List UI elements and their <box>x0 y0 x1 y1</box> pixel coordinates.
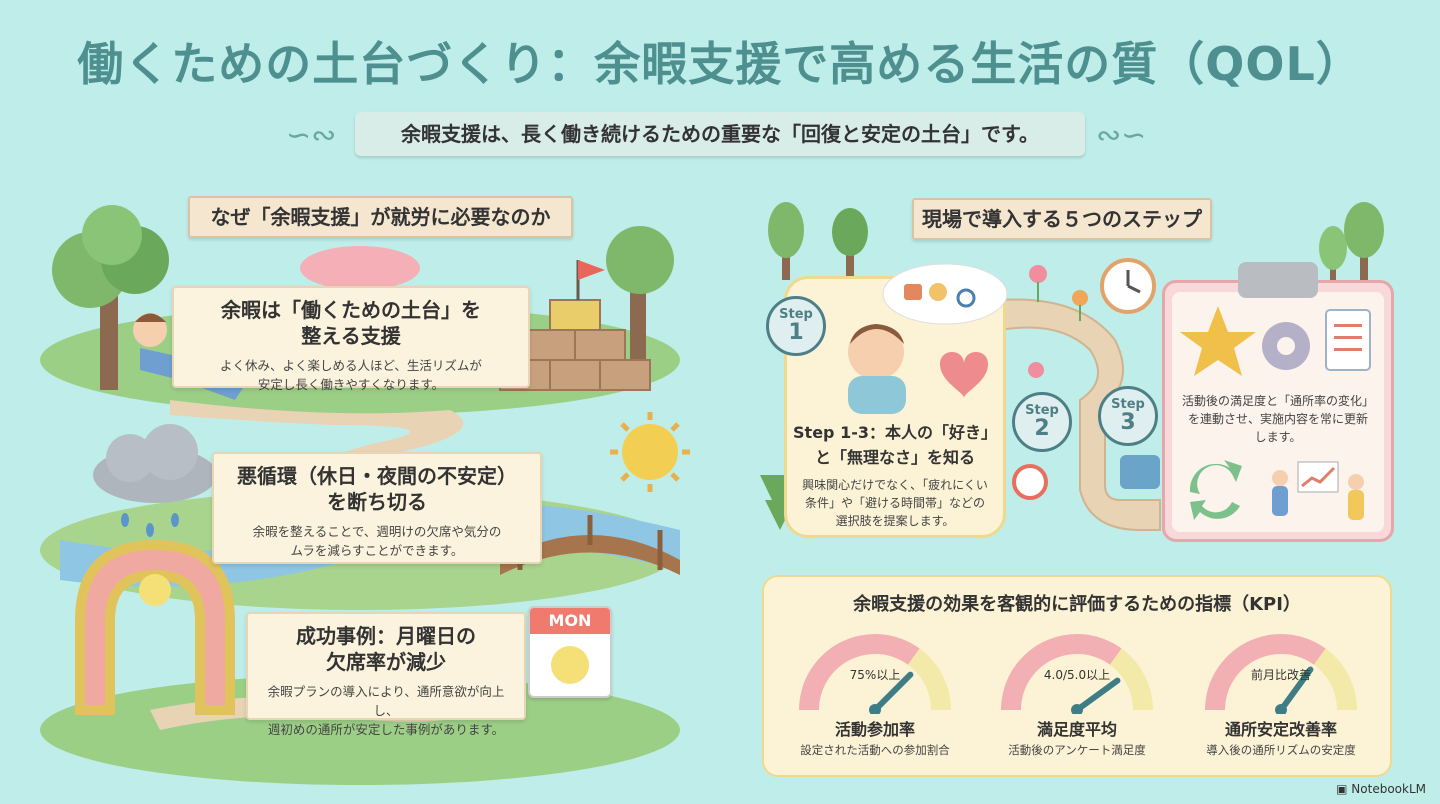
smile-face-icon <box>551 646 589 684</box>
gauge-hub <box>869 704 881 716</box>
card-heading: 整える支援 <box>301 324 401 348</box>
gauge-arc-pink <box>1001 634 1122 710</box>
clipboard-icons <box>1180 306 1371 376</box>
kpi-gauge-3: 前月比改善通所安定改善率導入後の通所リズムの安定度 <box>1196 624 1366 774</box>
gauge-description: 設定された活動への参加割合 <box>800 743 950 757</box>
gauge-description: 導入後の通所リズムの安定度 <box>1206 743 1356 757</box>
step1-body: 興味関心だけでなく、「疲れにくい 条件」や「避ける時間帯」などの 選択肢を提案し… <box>788 476 1002 530</box>
kpi-panel <box>762 575 1392 777</box>
step-2-badge: Step 2 <box>1012 392 1072 452</box>
person-icon <box>1348 490 1364 520</box>
card-body-line: よく休み、よく楽しめる人ほど、生活リズムが <box>220 358 482 373</box>
gauge-label: 満足度平均 <box>1036 720 1117 739</box>
checklist-icon <box>1325 309 1371 371</box>
gauge-arc-yellow <box>1109 648 1153 710</box>
reason-card-foundation: 余暇は「働くための土台」を 整える支援 よく休み、よく楽しめる人ほど、生活リズム… <box>172 286 530 392</box>
step-label: Step <box>779 307 813 322</box>
right-ribbon-title: 現場で導入する５つのステップ <box>912 198 1212 240</box>
card-body-line: 週初めの通所が安定した事例があります。 <box>267 722 505 737</box>
card-body: 余暇プランの導入により、通所意欲が向上し、 週初めの通所が安定した事例があります… <box>258 682 514 739</box>
card-body: よく休み、よく楽しめる人ほど、生活リズムが 安定し長く働きやすくなります。 <box>184 356 518 394</box>
clipboard-text-line: 活動後の満足度と「通所率の変化」 <box>1181 394 1374 408</box>
card-body-line: 安定し長く働きやすくなります。 <box>257 377 445 392</box>
swirl-decoration-left: ∽∾ <box>286 118 337 153</box>
star-icon <box>1180 306 1256 376</box>
card-heading: を断ち切る <box>327 490 427 514</box>
gauge-arc-yellow <box>907 648 951 710</box>
step-number: 1 <box>788 320 804 345</box>
swirl-decoration-right: ∾∽ <box>1096 118 1147 153</box>
gauge-description: 活動後のアンケート満足度 <box>1008 743 1146 757</box>
card-body-line: 余暇プランの導入により、通所意欲が向上し、 <box>267 684 505 718</box>
kpi-gauge-1: 75%以上活動参加率設定された活動への参加割合 <box>790 624 960 774</box>
clipboard-text: 活動後の満足度と「通所率の変化」 を連動させ、実施内容を常に更新 します。 <box>1176 392 1380 446</box>
gauge-arc-pink <box>1205 634 1326 710</box>
card-body: 余暇を整えることで、週明けの欠席や気分の ムラを減らすことができます。 <box>224 522 530 560</box>
clipboard-bottom-icons <box>1189 460 1364 520</box>
subtitle-banner: 余暇支援は、長く働き続けるための重要な「回復と安定の土台」です。 <box>355 112 1085 156</box>
card-heading: 欠席率が減少 <box>326 650 446 674</box>
left-ribbon-title: なぜ「余暇支援」が就労に必要なのか <box>188 196 573 238</box>
footer-brand: ▣ NotebookLM <box>1336 782 1426 796</box>
right-scene-illustration <box>760 202 1384 531</box>
gauge-dial <box>1205 634 1357 716</box>
gauge-dial <box>1001 634 1153 716</box>
gauge-needle <box>872 671 914 713</box>
step-label: Step <box>1025 403 1059 418</box>
gauge-arc-pink <box>799 634 920 710</box>
step1-body-line: 選択肢を提案します。 <box>835 514 955 528</box>
step1-text: Step 1-3：本人の「好き」 と「無理なさ」を知る 興味関心だけでなく、「疲… <box>788 420 1002 530</box>
card-heading: 悪循環（休日・夜間の不安定） <box>237 464 517 488</box>
page-title: 働くための土台づくり：余暇支援で高める生活の質（QOL） <box>77 37 1363 91</box>
calendar-header: MON <box>530 608 610 634</box>
step-1-badge: Step 1 <box>766 296 826 356</box>
chart-board-icon <box>1297 461 1339 493</box>
step1-heading: と「無理なさ」を知る <box>814 448 975 467</box>
person-icon <box>1272 486 1288 516</box>
step-3-badge: Step 3 <box>1098 386 1158 446</box>
card-heading: 成功事例：月曜日の <box>296 624 476 648</box>
notebook-icon: ▣ <box>1336 782 1352 796</box>
clipboard-clip-icon <box>1238 262 1318 298</box>
gauge-label: 活動参加率 <box>834 720 915 739</box>
step1-body-line: 興味関心だけでなく、「疲れにくい <box>802 478 988 492</box>
gauge-value: 4.0/5.0以上 <box>1043 668 1111 682</box>
recycle-icon <box>1189 460 1242 494</box>
gauge-needle <box>1074 677 1121 713</box>
gauge-label: 通所安定改善率 <box>1224 720 1337 739</box>
thinking-person-illustration <box>848 264 1008 414</box>
gauge-value: 前月比改善 <box>1250 668 1311 682</box>
gauge-value: 75%以上 <box>849 668 901 682</box>
gauge-needle <box>1278 666 1314 713</box>
gauge-arc-yellow <box>1313 648 1357 710</box>
clipboard-text-line: します。 <box>1254 430 1302 444</box>
step-label: Step <box>1111 397 1145 412</box>
gauge-hub <box>1071 704 1083 716</box>
calendar-icon: MON <box>528 606 612 698</box>
reason-card-vicious-cycle: 悪循環（休日・夜間の不安定） を断ち切る 余暇を整えることで、週明けの欠席や気分… <box>212 452 542 564</box>
footer-text: NotebookLM <box>1351 782 1426 796</box>
card-body-line: ムラを減らすことができます。 <box>290 543 464 558</box>
gauge-dial <box>799 634 951 716</box>
gauge-hub <box>1275 704 1287 716</box>
kpi-title: 余暇支援の効果を客観的に評価するための指標（KPI） <box>853 594 1301 615</box>
reason-card-success-case: 成功事例：月曜日の 欠席率が減少 余暇プランの導入により、通所意欲が向上し、 週… <box>246 612 526 737</box>
card-heading: 余暇は「働くための土台」を <box>221 298 481 322</box>
step-number: 2 <box>1034 416 1050 441</box>
step1-heading: Step 1-3：本人の「好き」 <box>793 423 997 442</box>
clipboard-text-line: を連動させ、実施内容を常に更新 <box>1187 412 1368 426</box>
step-number: 3 <box>1120 410 1136 435</box>
card-body-line: 余暇を整えることで、週明けの欠席や気分の <box>252 524 502 539</box>
step1-body-line: 条件」や「避ける時間帯」などの <box>804 496 985 510</box>
kpi-gauge-2: 4.0/5.0以上満足度平均活動後のアンケート満足度 <box>992 624 1162 774</box>
